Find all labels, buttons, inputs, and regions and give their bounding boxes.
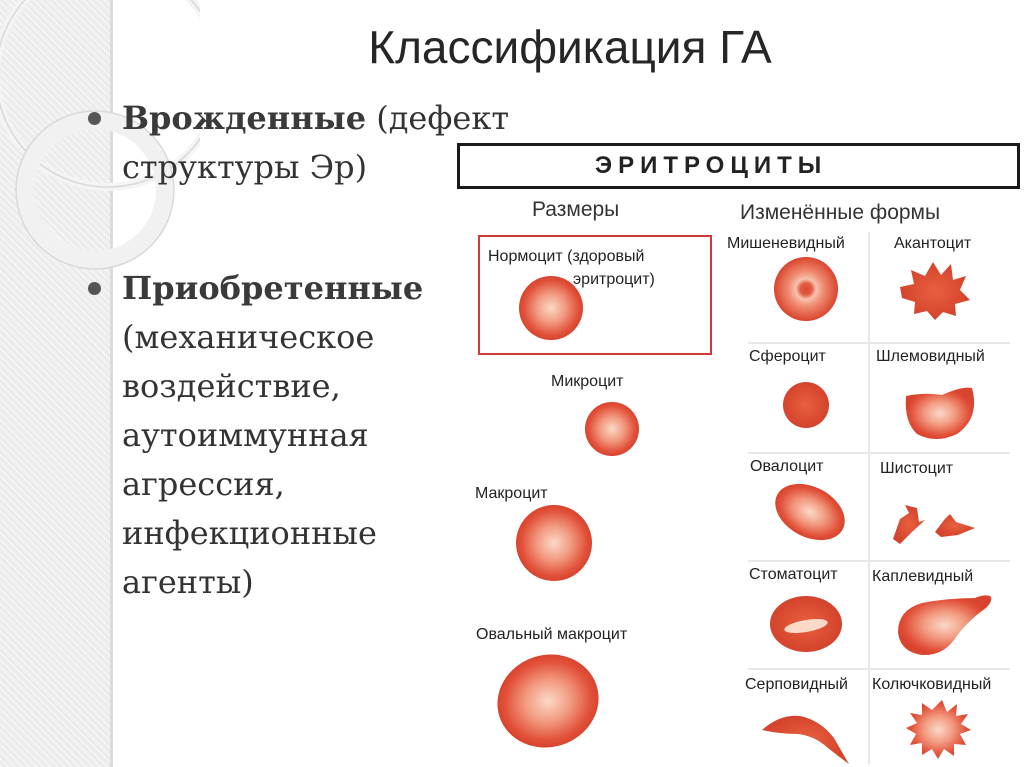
label-normocyte: Нормоцит (здоровый bbox=[488, 248, 645, 265]
label-stomatocyte: Стоматоцит bbox=[749, 566, 838, 583]
figure-header: ЭРИТРОЦИТЫ bbox=[457, 143, 1020, 189]
bullet-acquired: Приобретенные (механическое воздействие,… bbox=[88, 264, 423, 607]
stomatocyte-slit bbox=[784, 618, 828, 634]
bullet-line: (механическое bbox=[122, 318, 375, 356]
grid-divider bbox=[748, 668, 1010, 670]
label-oval-macrocyte: Овальный макроцит bbox=[476, 626, 628, 643]
helmet-cell bbox=[905, 387, 975, 439]
bullet-content: Врожденные (дефект структуры Эр) bbox=[122, 94, 509, 192]
bullet-heading: Врожденные bbox=[122, 99, 367, 137]
spherocyte-cell bbox=[783, 382, 829, 428]
bullet-content: Приобретенные (механическое воздействие,… bbox=[122, 264, 423, 607]
bullet-dot bbox=[88, 112, 101, 125]
ovalocyte-cell bbox=[775, 483, 845, 541]
label-helmet-cell: Шлемовидный bbox=[876, 348, 985, 365]
bullet-line: агенты) bbox=[122, 563, 254, 601]
teardrop-cell bbox=[898, 595, 992, 656]
decorative-side-strip-edge bbox=[110, 0, 113, 767]
grid-divider bbox=[748, 560, 1010, 562]
label-target-cell: Мишеневидный bbox=[727, 235, 845, 252]
decorative-ring-outer-edge bbox=[0, 0, 200, 188]
target-cell bbox=[774, 257, 838, 321]
label-microcyte: Микроцит bbox=[551, 373, 624, 390]
grid-divider bbox=[868, 232, 870, 764]
column-heading-forms: Изменённые формы bbox=[740, 201, 941, 224]
label-ovalocyte: Овалоцит bbox=[750, 458, 824, 475]
normocyte-cell bbox=[519, 276, 583, 340]
bullet-heading: Приобретенные bbox=[122, 269, 424, 307]
bullet-line: инфекционные bbox=[122, 514, 377, 552]
label-spherocyte: Сфероцит bbox=[749, 348, 826, 365]
grid-divider bbox=[748, 342, 1010, 344]
schistocyte-fragment bbox=[893, 505, 925, 544]
label-macrocyte: Макроцит bbox=[475, 485, 548, 502]
label-acanthocyte: Акантоцит bbox=[894, 235, 972, 252]
acanthocyte-cell bbox=[900, 262, 970, 320]
bullet-line: структуры Эр) bbox=[122, 148, 368, 186]
label-sickle-cell: Серповидный bbox=[745, 676, 848, 693]
oval-macrocyte-cell bbox=[497, 654, 599, 748]
label-teardrop-cell: Каплевидный bbox=[872, 568, 974, 585]
label-echinocyte: Колючковидный bbox=[872, 676, 992, 693]
macrocyte-cell bbox=[516, 505, 592, 581]
normocyte-highlight-box bbox=[478, 235, 712, 355]
bullet-line: Врожденные (дефект bbox=[122, 94, 509, 143]
sickle-cell bbox=[762, 715, 849, 764]
slide-title: Классификация ГА bbox=[368, 21, 772, 73]
grid-divider bbox=[748, 452, 1010, 454]
bullet-text: (дефект bbox=[366, 99, 510, 137]
bullet-line: агрессия, bbox=[122, 465, 285, 503]
bullet-line: аутоиммунная bbox=[122, 416, 369, 454]
label-normocyte-sub: эритроцит) bbox=[573, 271, 655, 288]
bullet-dot bbox=[88, 282, 101, 295]
echinocyte-cell bbox=[906, 700, 971, 759]
decorative-ring-inner-edge bbox=[15, 110, 175, 270]
bullet-line: воздействие, bbox=[122, 367, 341, 405]
label-schistocyte: Шистоцит bbox=[880, 460, 954, 477]
bullet-congenital: Врожденные (дефект структуры Эр) bbox=[88, 94, 509, 192]
column-heading-sizes: Размеры bbox=[532, 198, 620, 221]
schistocyte-fragment bbox=[935, 514, 975, 537]
microcyte-cell bbox=[585, 402, 639, 456]
